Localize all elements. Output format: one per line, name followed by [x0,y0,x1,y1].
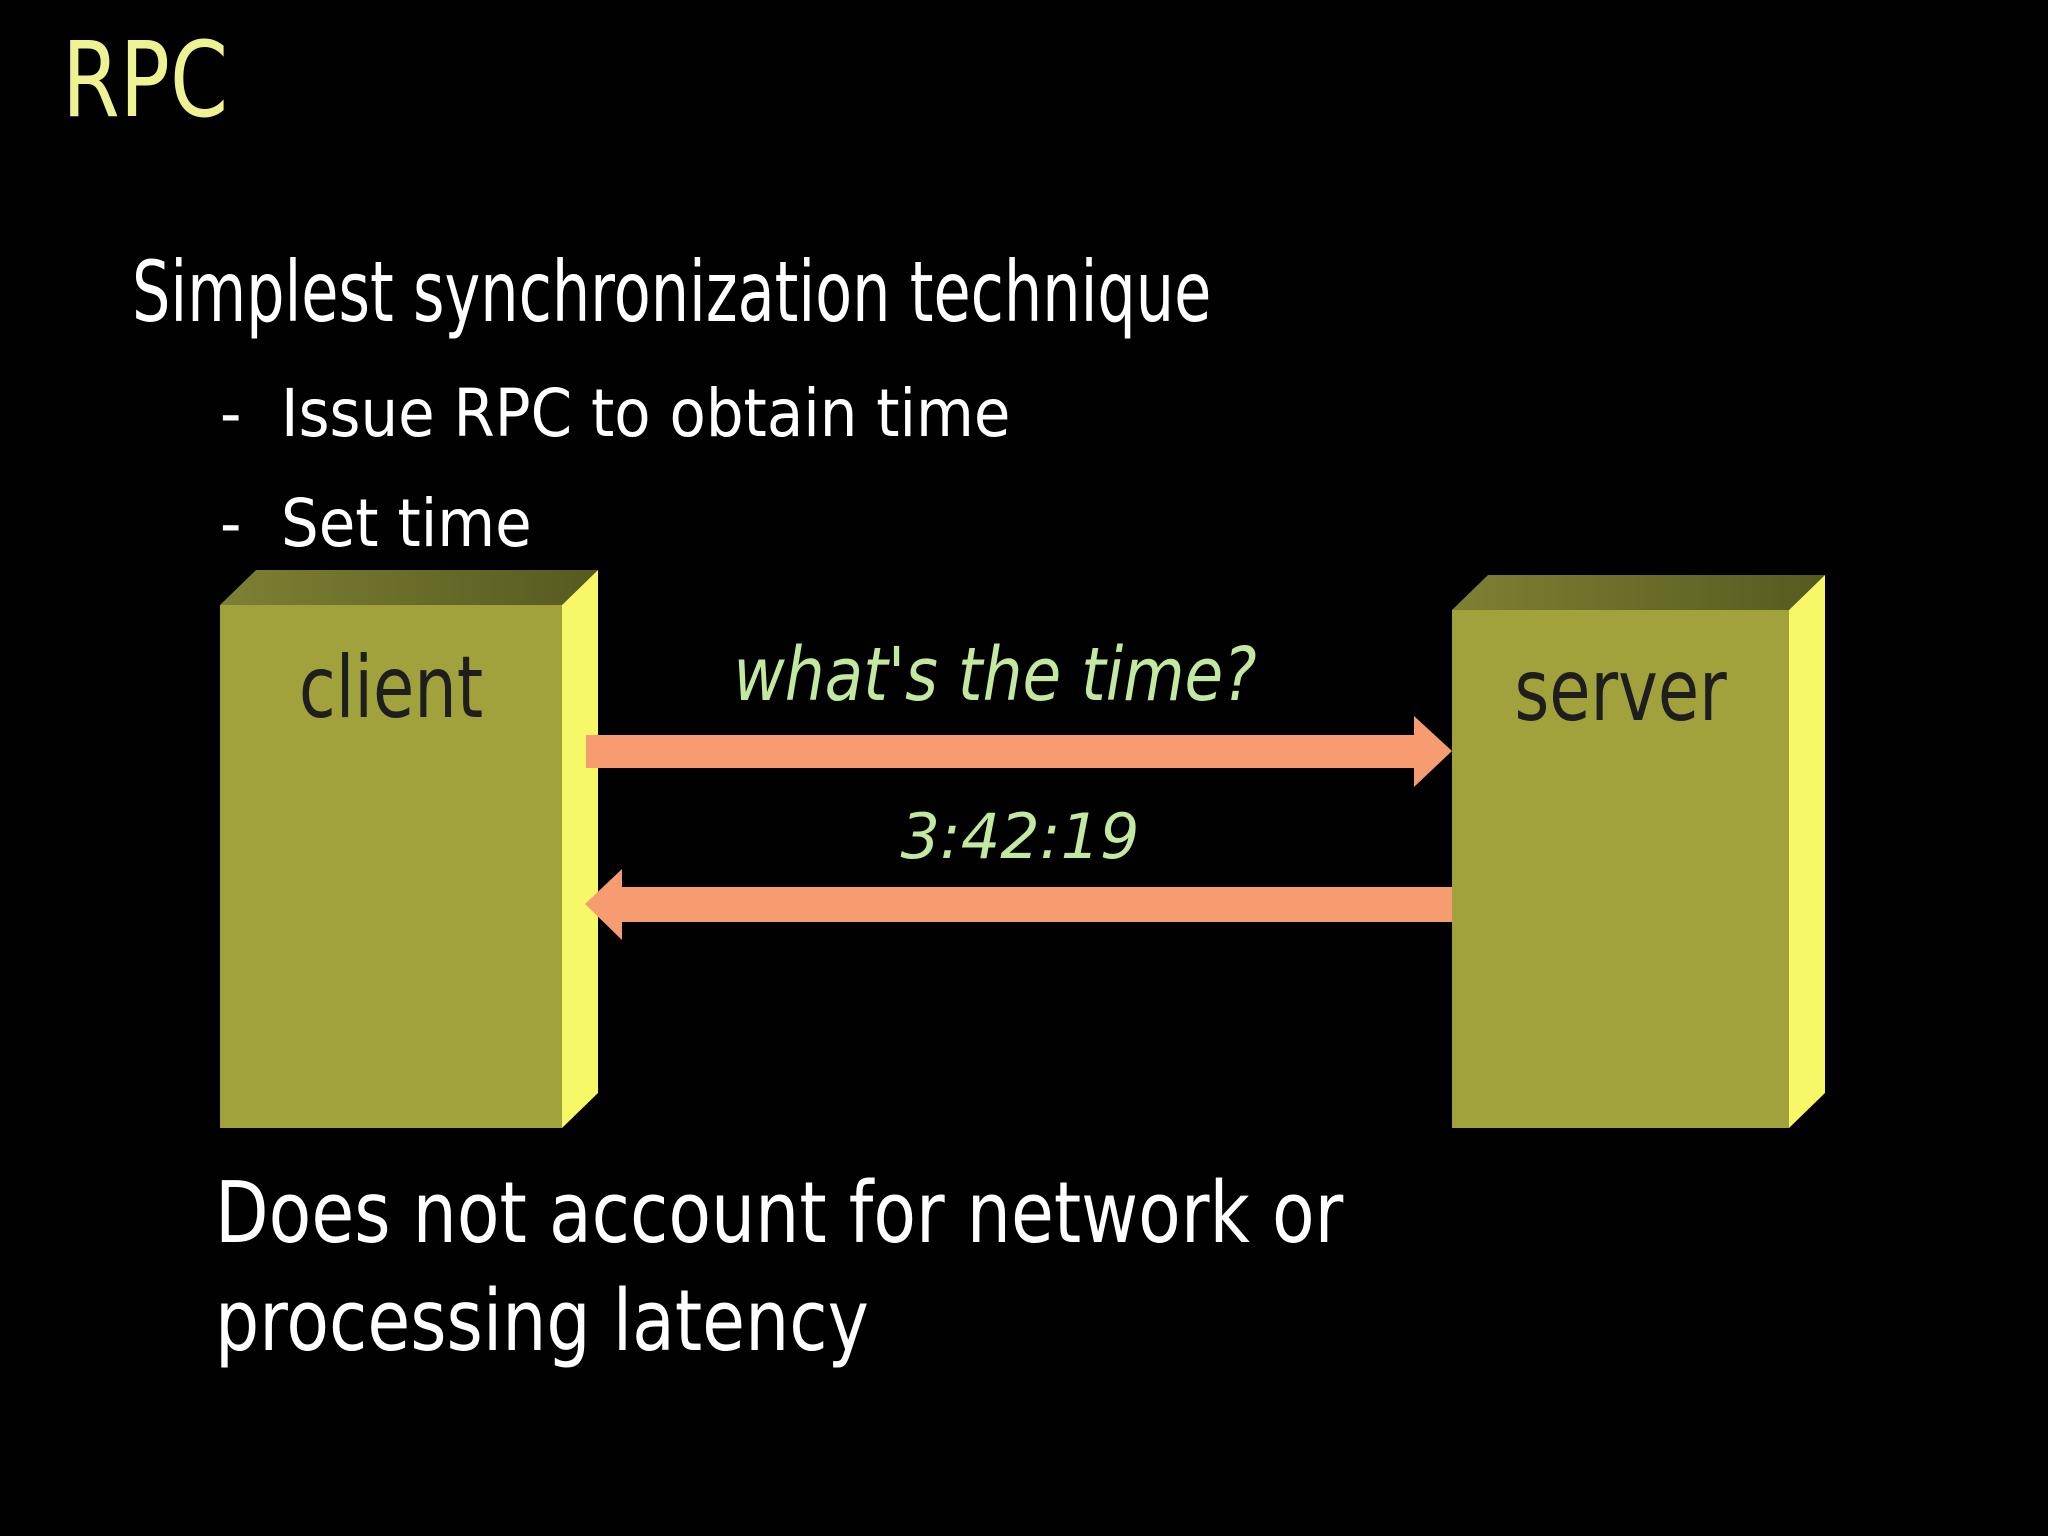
bullet-label: Issue RPC to obtain time [281,375,1011,452]
bullet-item-issue-rpc: -Issue RPC to obtain time [220,381,1010,447]
server-box-front-face [1452,610,1789,1128]
bullet-dash: - [220,485,242,562]
request-arrow [586,716,1452,787]
footer-line-2: processing latency [215,1271,869,1371]
slide-title: RPC [62,19,229,141]
reply-message-label: 3:42:19 [900,800,1140,873]
client-box-edge-face [562,570,598,1128]
client-box-label: client [298,638,484,738]
server-box-label: server [1514,641,1727,741]
footer-line-1: Does not account for network or [215,1164,1344,1263]
bullet-dash: - [220,375,242,452]
server-box-edge-face [1789,575,1825,1128]
bullet-item-set-time: -Set time [220,491,532,557]
client-box-top-face [220,570,598,605]
server-box-top-face [1452,575,1825,610]
footer-text: Does not account for network or processi… [215,1160,1343,1376]
client-box-front-face [220,605,562,1128]
reply-arrow [585,869,1452,940]
slide-heading: Simplest synchronization technique [132,243,1212,341]
request-message-label: what's the time? [733,632,1257,718]
bullet-label: Set time [281,485,532,562]
